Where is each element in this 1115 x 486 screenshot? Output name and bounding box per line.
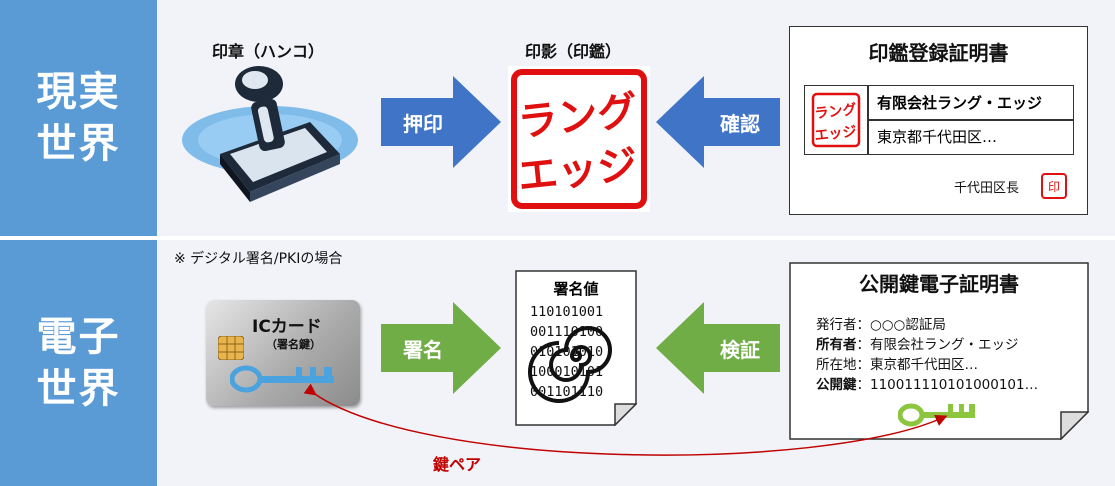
svg-text:エッジ: エッジ [814,124,857,144]
signature-line: 100010101 [530,364,604,380]
issuer-name: 千代田区長 [954,181,1020,196]
signature-line: 110101001 [530,304,604,320]
ic-card-subtitle: （署名鍵） [266,338,321,351]
registration-table: ラング エッジ 有限会社ラング・エッジ 東京都千代田区… [804,85,1074,155]
verify-arrow: 検証 [656,302,780,394]
owner-field: 所有者：有限会社ラング・エッジ [816,337,1019,353]
sign-arrow-label: 署名 [403,338,443,362]
location-field: 所在地：東京都千代田区… [816,357,978,373]
chip-icon [218,336,244,360]
signature-title: 署名値 [553,280,599,298]
signature-line: 001110100 [530,324,604,340]
issuer-field: 発行者：○○○認証局 [816,317,946,333]
confirm-arrow-label: 確認 [720,112,760,136]
ic-card-title: ICカード [252,317,322,337]
seal-impression-icon: ラング エッジ [508,66,650,212]
signature-line: 010101010 [530,344,604,360]
sign-arrow: 署名 [381,302,501,394]
real-world-label: 現実世界 [0,0,157,236]
verify-arrow-label: 検証 [720,338,760,362]
impression-label: 印影（印鑑） [525,42,622,61]
key-pair-label: 鍵ペア [433,455,482,474]
public-key-certificate-title: 公開鍵電子証明書 [859,272,1019,296]
company-address: 東京都千代田区… [877,128,998,146]
seal-registration-certificate: 印鑑登録証明書 ラング エッジ 有限会社ラング・エッジ 東京都千代田区… 千代田… [789,26,1088,215]
pki-note: ※ デジタル署名/PKIの場合 [174,251,343,267]
small-seal-icon: ラング エッジ [811,92,861,148]
official-seal-icon: 印 [1041,173,1067,199]
private-key-icon [230,365,334,393]
confirm-arrow: 確認 [656,76,780,168]
company-name: 有限会社ラング・エッジ [877,94,1043,112]
certificate-title: 印鑑登録証明書 [868,41,1009,65]
svg-text:ラング: ラング [814,101,858,122]
hanko-stamp-icon [182,66,358,202]
key-pair-arc [303,383,948,456]
digital-world-label: 電子世界 [0,240,157,486]
press-arrow: 押印 [381,76,501,168]
stamp-label: 印章（ハンコ） [212,42,325,61]
press-arrow-label: 押印 [403,112,443,136]
